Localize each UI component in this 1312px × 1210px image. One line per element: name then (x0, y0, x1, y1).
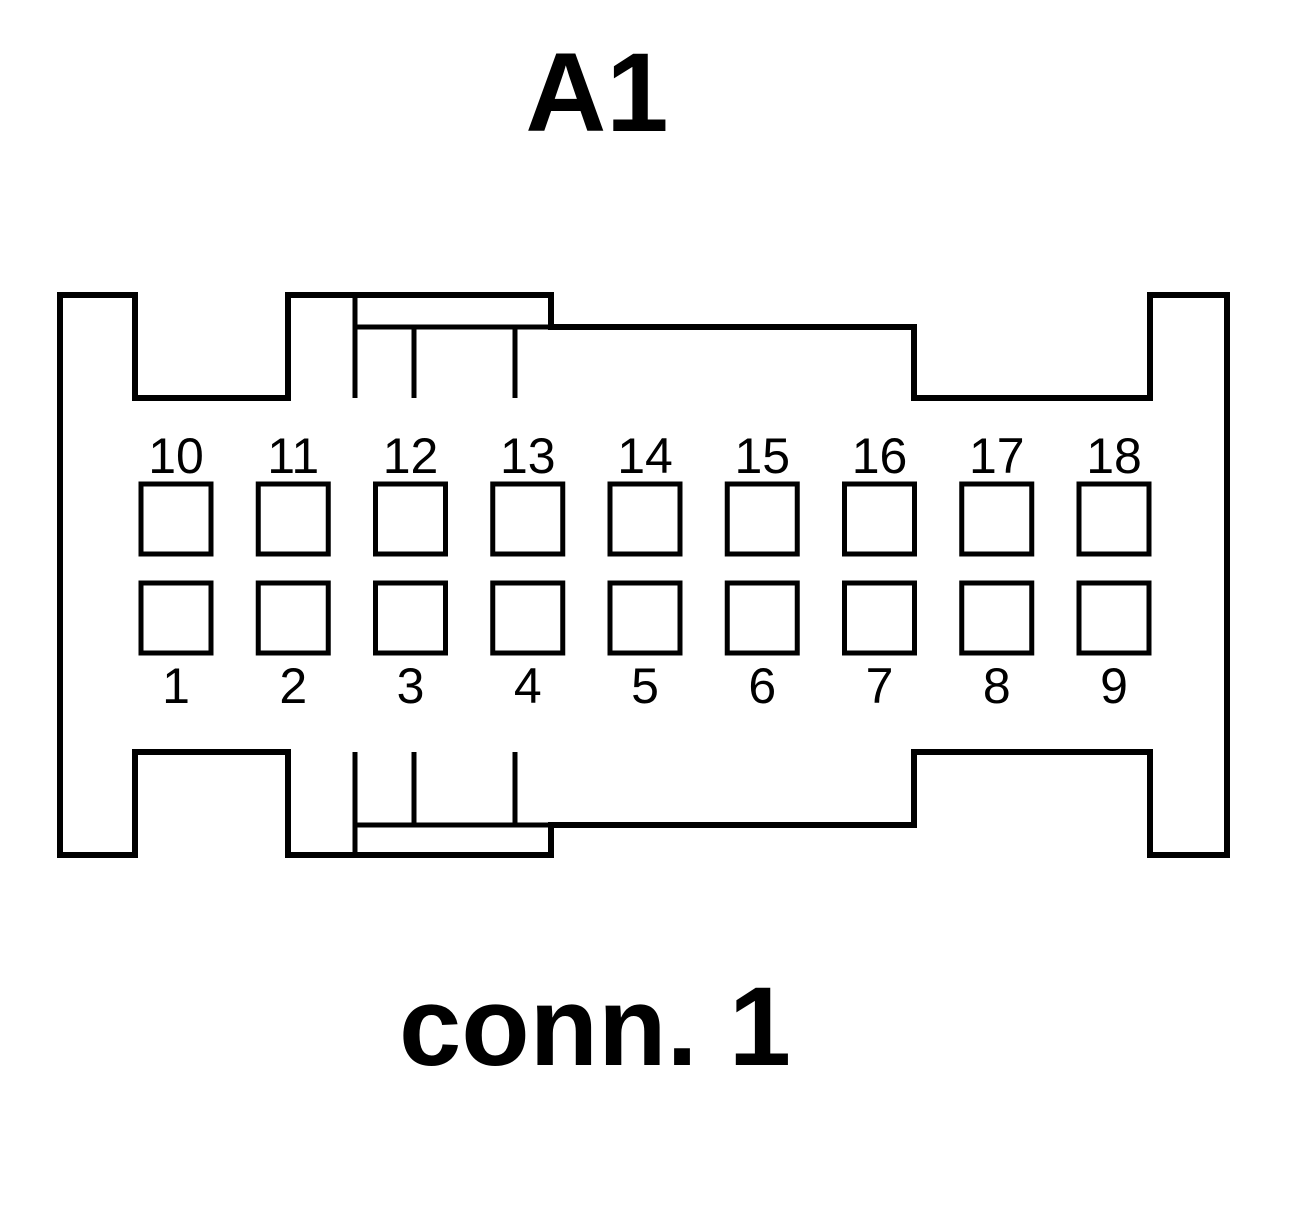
pin-9: 9 (1076, 580, 1152, 714)
pin-cavity (959, 481, 1035, 557)
pin-cavity (724, 580, 800, 656)
pin-5: 5 (607, 580, 683, 714)
connector-id-label: A1 (525, 30, 668, 155)
pin-number-label: 8 (983, 658, 1011, 714)
pin-12: 12 (373, 428, 448, 557)
pin-6: 6 (724, 580, 800, 714)
pin-17: 17 (959, 428, 1035, 557)
pin-number-label: 17 (969, 428, 1025, 484)
pin-number-label: 13 (500, 428, 556, 484)
pin-cavity (373, 481, 448, 557)
pin-number-label: 4 (514, 658, 542, 714)
top-pin-row: 10 11 12 13 14 15 16 17 18 (138, 428, 1152, 557)
pin-number-label: 5 (631, 658, 659, 714)
pin-cavity (490, 580, 566, 656)
pin-8: 8 (959, 580, 1035, 714)
pin-cavity (1076, 481, 1152, 557)
pin-13: 13 (490, 428, 566, 557)
pin-1: 1 (138, 580, 214, 714)
pin-cavity (607, 481, 683, 557)
top-latch (352, 297, 551, 398)
pin-number-label: 11 (267, 428, 319, 484)
pin-18: 18 (1076, 428, 1152, 557)
pin-14: 14 (607, 428, 683, 557)
pin-cavity (255, 481, 331, 557)
pin-number-label: 6 (748, 658, 776, 714)
pin-number-label: 14 (617, 428, 673, 484)
pin-cavity (1076, 580, 1152, 656)
pin-number-label: 1 (162, 658, 190, 714)
pin-number-label: 7 (866, 658, 894, 714)
pin-15: 15 (724, 428, 800, 557)
pin-cavity (373, 580, 448, 656)
pin-2: 2 (255, 580, 331, 714)
pin-cavity (490, 481, 566, 557)
bottom-latch (352, 752, 551, 853)
pin-cavity (607, 580, 683, 656)
pin-cavity (138, 481, 214, 557)
pin-3: 3 (373, 580, 448, 714)
pin-11: 11 (255, 428, 331, 557)
pin-number-label: 15 (734, 428, 790, 484)
pin-10: 10 (138, 428, 214, 557)
pin-number-label: 9 (1100, 658, 1128, 714)
connector-caption: conn. 1 (399, 964, 791, 1089)
pin-number-label: 2 (279, 658, 307, 714)
connector-housing (57, 292, 1230, 858)
pin-number-label: 18 (1086, 428, 1142, 484)
pin-cavity (255, 580, 331, 656)
bottom-pin-row: 1 2 3 4 5 6 7 8 9 (138, 580, 1152, 714)
pin-number-label: 10 (148, 428, 204, 484)
pin-cavity (842, 580, 917, 656)
pin-16: 16 (842, 428, 917, 557)
pin-number-label: 3 (397, 658, 425, 714)
pin-number-label: 12 (383, 428, 439, 484)
pin-number-label: 16 (852, 428, 908, 484)
pin-4: 4 (490, 580, 566, 714)
pin-cavity (724, 481, 800, 557)
pin-7: 7 (842, 580, 917, 714)
pin-cavity (138, 580, 214, 656)
pin-cavity (959, 580, 1035, 656)
pin-cavity (842, 481, 917, 557)
